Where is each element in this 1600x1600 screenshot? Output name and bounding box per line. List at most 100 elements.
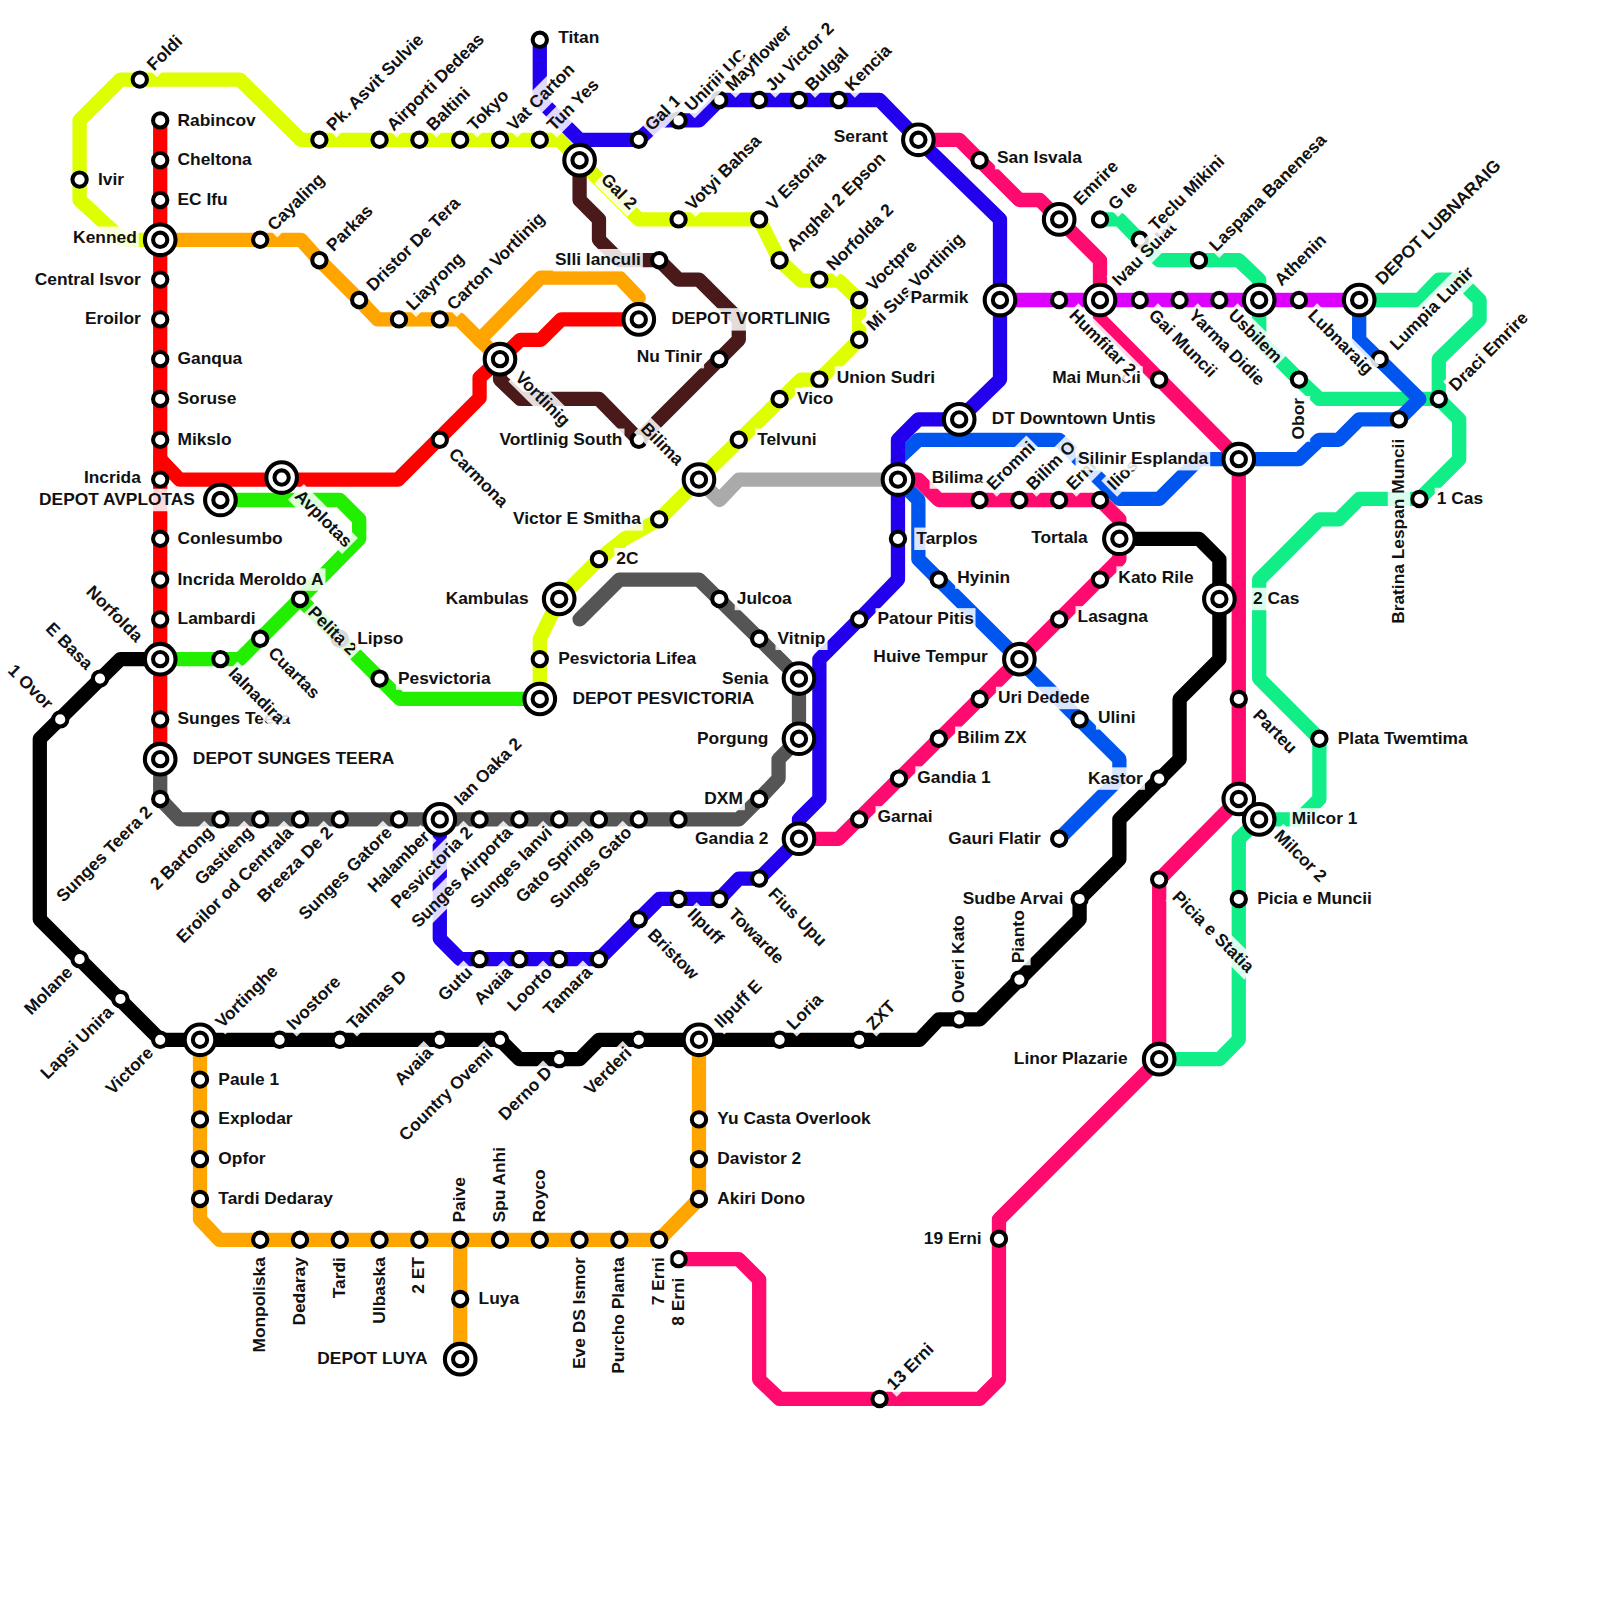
interchange-ring [1244, 285, 1275, 316]
station-name: Parmik [908, 287, 970, 309]
station-name: SIli Ianculi [553, 249, 643, 271]
interchange-core [792, 832, 806, 846]
station-dot [772, 253, 786, 267]
station-dot [1093, 212, 1107, 226]
interchange-ring [623, 304, 654, 335]
station-name: Porgung [695, 728, 770, 750]
station-dot [133, 72, 147, 86]
interchange-core [891, 472, 905, 486]
station-name: Victor E Smitha [511, 508, 643, 530]
station-dot [891, 532, 905, 546]
interchange-dot [445, 1344, 476, 1375]
station-dot [213, 812, 227, 826]
station-name: Foldi [141, 29, 189, 77]
interchange-dot [784, 663, 815, 694]
station-name: Ilpuff [681, 902, 730, 951]
interchange-ring [784, 823, 815, 854]
station-name: Akiri Dono [715, 1188, 807, 1210]
station-name: Eve DS Ismor [568, 1255, 590, 1371]
station-dot [93, 671, 107, 685]
station-name: Sudbe Arvai [961, 888, 1066, 910]
station-dot [453, 133, 467, 147]
interchange-dot [1244, 285, 1275, 316]
station-dot [1392, 412, 1406, 426]
interchange-ring [1104, 523, 1135, 554]
station-dot [692, 1192, 706, 1206]
metro-line [1159, 280, 1479, 1060]
station-name: 1 Ovor [1, 658, 59, 716]
interchange-ring [883, 464, 914, 495]
station-dot [253, 812, 267, 826]
station-name: DEPOT AVPLOTAS [37, 489, 197, 511]
station-dot [1412, 492, 1426, 506]
interchange-core [1232, 452, 1246, 466]
interchange-core [1252, 293, 1266, 307]
station-name: 2 Cas [1251, 588, 1301, 610]
station-dot [852, 333, 866, 347]
station-name: Tardi [329, 1255, 351, 1300]
station-name: Opfor [216, 1148, 267, 1170]
interchange-dot [564, 145, 595, 176]
metro-line [1000, 293, 1359, 307]
station-dot [552, 812, 566, 826]
station-dot [812, 372, 826, 386]
station-name: Derno D [492, 1060, 558, 1126]
interchange-core [952, 412, 966, 426]
station-name: Ian Oaka 2 [448, 732, 528, 812]
station-name: EC Ifu [176, 189, 230, 211]
station-name: DEPOT VORTLINIG [669, 308, 832, 330]
station-name: Spu Anhi [489, 1145, 511, 1225]
station-name: Carmona [442, 442, 514, 514]
interchange-core [1252, 812, 1266, 826]
station-dot [752, 93, 766, 107]
interchange-core [1352, 293, 1366, 307]
station-name: Ivostore [281, 970, 347, 1036]
station-dot [692, 1112, 706, 1126]
station-dot [1093, 493, 1107, 507]
interchange-ring [1004, 644, 1035, 675]
interchange-dot [524, 684, 555, 715]
interchange-ring [424, 804, 455, 835]
station-dot [533, 133, 547, 147]
interchange-dot [185, 1024, 216, 1055]
station-name: Rabincov [176, 109, 258, 131]
station-dot [453, 1233, 467, 1247]
station-name: Gauri Flatir [946, 828, 1043, 850]
interchange-core [1212, 592, 1226, 606]
station-dot [652, 253, 666, 267]
station-name: Cheltona [176, 149, 254, 171]
station-dot [632, 133, 646, 147]
station-name: 2C [614, 548, 640, 570]
station-dot [932, 732, 946, 746]
station-dot [533, 652, 547, 666]
station-dot [592, 812, 606, 826]
interchange-ring [145, 224, 176, 255]
station-dot [153, 193, 167, 207]
interchange-dot [1004, 644, 1035, 675]
station-dot [671, 812, 685, 826]
interchange-core [533, 692, 547, 706]
station-name: Vico [795, 388, 835, 410]
interchange-core [632, 312, 646, 326]
station-dot [752, 632, 766, 646]
station-name: DT Downtown Untis [990, 408, 1158, 430]
station-dot [712, 892, 726, 906]
interchange-dot [1104, 523, 1135, 554]
interchange-core [572, 153, 586, 167]
station-dot [472, 812, 486, 826]
station-dot [1192, 253, 1206, 267]
station-dot [312, 253, 326, 267]
station-dot [153, 472, 167, 486]
station-name: Lasagna [1076, 606, 1150, 628]
station-name: Hyinin [955, 566, 1012, 588]
interchange-ring [544, 584, 575, 615]
station-name: Ganqua [176, 348, 245, 370]
station-name: Purcho Planta [608, 1255, 630, 1376]
station-dot [493, 133, 507, 147]
station-name: San Isvala [995, 147, 1084, 169]
station-name: Serant [832, 126, 890, 148]
station-dot [612, 1233, 626, 1247]
station-name: Ulbaska [368, 1255, 390, 1326]
interchange-core [153, 233, 167, 247]
metro-line [200, 1040, 699, 1240]
